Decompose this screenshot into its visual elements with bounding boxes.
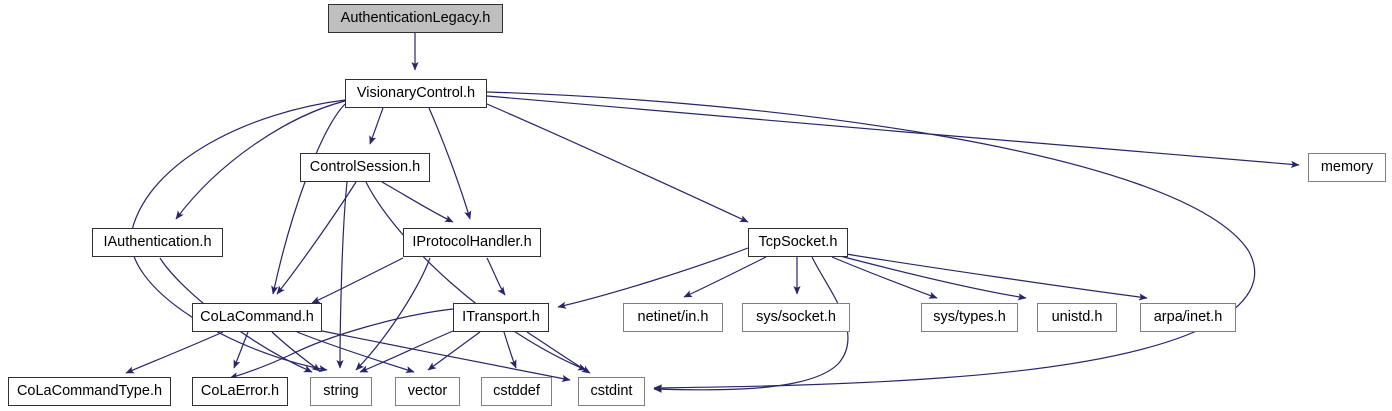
node-visionary-control-h[interactable]: VisionaryControl.h (345, 79, 487, 108)
node-tcp-socket-h[interactable]: TcpSocket.h (748, 228, 848, 257)
node-label: CoLaError.h (200, 383, 280, 400)
node-label: arpa/inet.h (1153, 309, 1223, 326)
node-label: netinet/in.h (637, 309, 709, 326)
node-iauthentication-h[interactable]: IAuthentication.h (92, 228, 223, 257)
node-label: cstdint (590, 383, 633, 400)
node-arpa-inet-h[interactable]: arpa/inet.h (1140, 303, 1236, 332)
node-cola-command-h[interactable]: CoLaCommand.h (192, 303, 322, 332)
node-label: ControlSession.h (309, 159, 421, 176)
node-string[interactable]: string (310, 377, 372, 406)
node-control-session-h[interactable]: ControlSession.h (300, 153, 430, 182)
node-cstddef[interactable]: cstddef (481, 377, 552, 406)
node-cola-command-type-h[interactable]: CoLaCommandType.h (8, 377, 171, 406)
node-memory[interactable]: memory (1308, 153, 1386, 182)
node-netinet-in-h[interactable]: netinet/in.h (623, 303, 723, 332)
node-itransport-h[interactable]: ITransport.h (453, 303, 549, 332)
node-label: IProtocolHandler.h (412, 234, 532, 251)
node-label: vector (407, 383, 448, 400)
node-label: sys/types.h (933, 309, 1006, 326)
node-label: memory (1320, 159, 1374, 176)
node-sys-types-h[interactable]: sys/types.h (921, 303, 1018, 332)
node-vector[interactable]: vector (395, 377, 460, 406)
node-label: string (323, 383, 359, 400)
node-label: ITransport.h (462, 309, 540, 326)
node-iprotocol-handler-h[interactable]: IProtocolHandler.h (403, 228, 541, 257)
node-authentication-legacy-h[interactable]: AuthenticationLegacy.h (328, 4, 503, 33)
node-cstdint[interactable]: cstdint (578, 377, 645, 406)
node-label: CoLaCommandType.h (16, 383, 163, 400)
node-sys-socket-h[interactable]: sys/socket.h (742, 303, 850, 332)
node-label: AuthenticationLegacy.h (340, 10, 491, 27)
node-label: sys/socket.h (756, 309, 836, 326)
node-label: unistd.h (1051, 309, 1103, 326)
node-cola-error-h[interactable]: CoLaError.h (192, 377, 288, 406)
node-unistd-h[interactable]: unistd.h (1037, 303, 1117, 332)
node-label: cstddef (493, 383, 540, 400)
node-label: TcpSocket.h (758, 234, 838, 251)
node-label: CoLaCommand.h (200, 309, 314, 326)
node-label: VisionaryControl.h (356, 85, 476, 102)
node-label: IAuthentication.h (103, 234, 212, 251)
